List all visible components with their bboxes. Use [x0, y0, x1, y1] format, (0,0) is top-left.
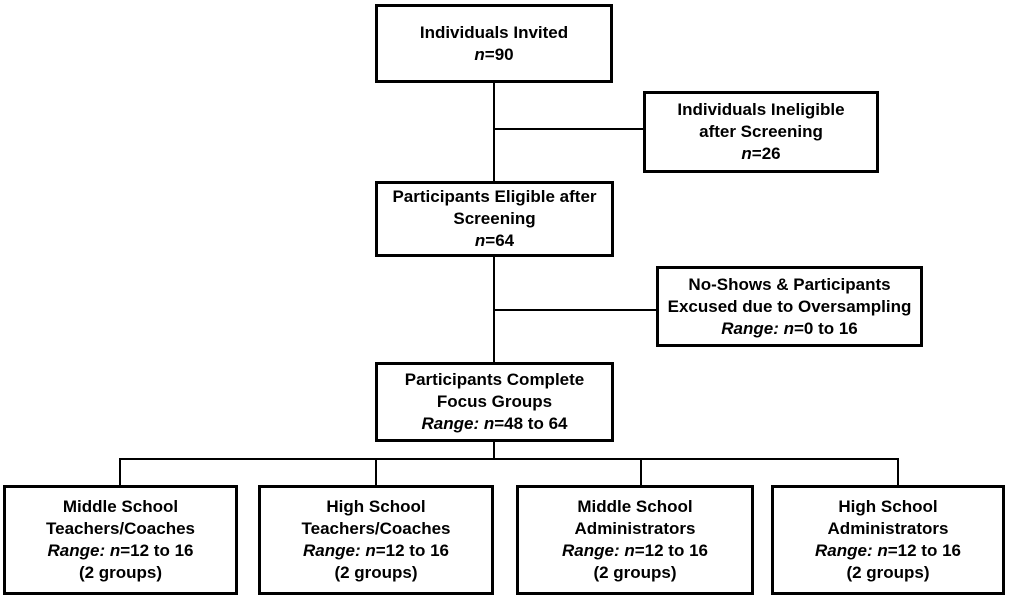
box-line: Screening: [453, 208, 535, 230]
italic-segment: Range: n: [562, 541, 635, 560]
box-line: (2 groups): [79, 562, 162, 584]
box-line: Middle School: [577, 496, 692, 518]
box-line: Focus Groups: [437, 391, 552, 413]
box-line: High School: [838, 496, 937, 518]
box-noshows-excused: No-Shows & Participants Excused due to O…: [656, 266, 923, 347]
plain-segment: Administrators: [827, 519, 949, 538]
box-line: No-Shows & Participants: [688, 274, 890, 296]
box-line: Range: n=12 to 16: [48, 540, 194, 562]
plain-segment: Teachers/Coaches: [46, 519, 195, 538]
plain-segment: Screening: [453, 209, 536, 228]
plain-segment: Middle School: [62, 497, 179, 516]
box-line: n=64: [475, 230, 514, 252]
italic-segment: Range: n: [421, 414, 495, 433]
box-line: Participants Complete: [405, 369, 585, 391]
plain-segment: =90: [484, 44, 514, 64]
plain-segment: (2 groups): [593, 563, 677, 582]
box-line: n=26: [741, 143, 780, 165]
plain-segment: High School: [326, 497, 426, 516]
plain-segment: =48 to 64: [494, 414, 568, 433]
box-line: Teachers/Coaches: [46, 518, 195, 540]
box-line: Range: n=12 to 16: [815, 540, 961, 562]
plain-segment: =12 to 16: [887, 541, 961, 560]
box-line: Excused due to Oversampling: [668, 296, 912, 318]
box-line: Range: n=48 to 64: [422, 413, 568, 435]
box-high-school-teachers: High School Teachers/Coaches Range: n=12…: [258, 485, 494, 595]
italic-segment: n: [474, 44, 485, 64]
italic-segment: Range: n: [303, 541, 376, 560]
plain-segment: =26: [751, 144, 781, 163]
plain-segment: Administrators: [574, 519, 696, 538]
box-line: after Screening: [699, 121, 823, 143]
box-line: (2 groups): [334, 562, 417, 584]
box-participants-eligible: Participants Eligible after Screening n=…: [375, 181, 614, 257]
italic-segment: Range: n: [47, 541, 121, 560]
box-line: Individuals Ineligible: [677, 99, 844, 121]
box-line: Participants Eligible after: [392, 186, 596, 208]
italic-segment: Range: n: [815, 541, 888, 560]
box-line: Administrators: [575, 518, 696, 540]
box-line: Range: n=12 to 16: [303, 540, 449, 562]
connector-branch-to-ineligible: [494, 128, 643, 130]
plain-segment: Excused due to Oversampling: [667, 296, 912, 316]
connector-drop-ms-teachers: [119, 458, 121, 486]
plain-segment: =12 to 16: [375, 541, 449, 560]
plain-segment: Focus Groups: [436, 392, 553, 411]
italic-segment: n: [474, 231, 486, 250]
box-individuals-ineligible: Individuals Ineligible after Screening n…: [643, 91, 879, 173]
plain-segment: Participants Eligible after: [392, 187, 597, 206]
plain-segment: (2 groups): [846, 563, 930, 582]
plain-segment: Teachers/Coaches: [301, 519, 451, 538]
plain-segment: =12 to 16: [120, 541, 194, 560]
box-line: Range: n=0 to 16: [721, 318, 858, 340]
box-line: Middle School: [63, 496, 178, 518]
connector-drop-hs-admin: [897, 458, 899, 486]
plain-segment: No-Shows & Participants: [688, 274, 891, 294]
box-middle-school-teachers: Middle School Teachers/Coaches Range: n=…: [3, 485, 238, 595]
plain-segment: Participants Complete: [404, 370, 585, 389]
plain-segment: =64: [485, 231, 515, 250]
plain-segment: Individuals Invited: [419, 22, 569, 42]
plain-segment: =0 to 16: [793, 318, 858, 338]
plain-segment: Middle School: [577, 497, 693, 516]
box-middle-school-admin: Middle School Administrators Range: n=12…: [516, 485, 754, 595]
plain-segment: (2 groups): [334, 563, 418, 582]
connector-bottom-span: [119, 458, 899, 460]
box-line: Teachers/Coaches: [302, 518, 451, 540]
box-high-school-admin: High School Administrators Range: n=12 t…: [771, 485, 1005, 595]
box-line: (2 groups): [846, 562, 929, 584]
plain-segment: High School: [838, 497, 938, 516]
box-line: Administrators: [828, 518, 949, 540]
box-line: High School: [326, 496, 425, 518]
connector-branch-to-noshows: [494, 309, 656, 311]
plain-segment: =12 to 16: [634, 541, 708, 560]
plain-segment: (2 groups): [78, 563, 163, 582]
plain-segment: after Screening: [699, 122, 823, 141]
box-line: (2 groups): [593, 562, 676, 584]
box-line: Individuals Invited: [420, 22, 568, 44]
box-line: n=90: [474, 44, 513, 66]
connector-invited-to-eligible: [493, 82, 495, 182]
box-individuals-invited: Individuals Invited n=90: [375, 4, 613, 83]
box-participants-complete: Participants Complete Focus Groups Range…: [375, 362, 614, 442]
connector-complete-stem: [493, 441, 495, 460]
plain-segment: Individuals Ineligible: [677, 100, 845, 119]
connector-drop-ms-admin: [640, 458, 642, 486]
connector-drop-hs-teachers: [375, 458, 377, 486]
italic-segment: Range: n: [721, 318, 794, 338]
italic-segment: n: [741, 144, 752, 163]
box-line: Range: n=12 to 16: [562, 540, 708, 562]
